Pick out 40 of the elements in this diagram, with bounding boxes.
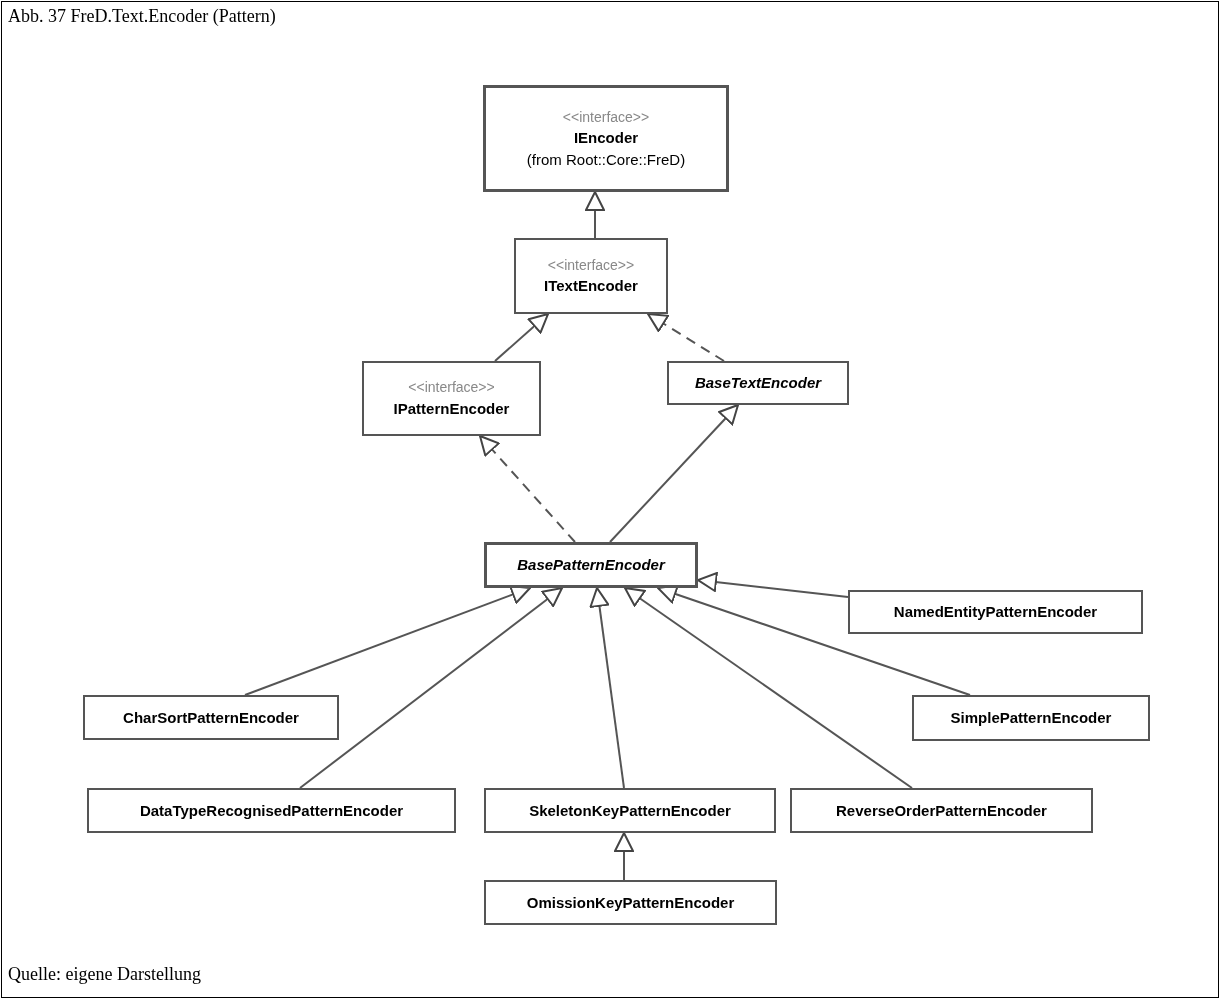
- inheritance-arrow: [624, 587, 913, 789]
- class-box: [790, 788, 1093, 833]
- class-box: [484, 788, 776, 833]
- class-name: SkeletonKeyPatternEncoder: [529, 800, 731, 821]
- class-box: [848, 590, 1143, 634]
- class-name: CharSortPatternEncoder: [123, 707, 299, 728]
- class-box: [483, 85, 729, 192]
- class-name: ITextEncoder: [544, 276, 638, 297]
- inheritance-arrow: [585, 191, 605, 239]
- class-box: [912, 695, 1150, 741]
- class-name: IPatternEncoder: [393, 398, 510, 419]
- class-name: BasePatternEncoder: [517, 555, 665, 576]
- realization-arrow: [479, 435, 576, 543]
- class-box: [87, 788, 456, 833]
- inheritance-arrow: [609, 404, 739, 543]
- class-name: BaseTextEncoder: [694, 373, 822, 394]
- class-name: SimplePatternEncoder: [950, 708, 1112, 729]
- stereotype-label: <<interface>>: [547, 255, 635, 275]
- figure-title: Abb. 37 FreD.Text.Encoder (Pattern): [8, 6, 276, 27]
- class-box: [484, 542, 698, 588]
- stereotype-label: <<interface>>: [562, 107, 650, 127]
- class-name: DataTypeRecognisedPatternEncoder: [139, 800, 404, 821]
- source-caption: Quelle: eigene Darstellung: [8, 964, 201, 985]
- class-box: [514, 238, 668, 314]
- class-box: [667, 361, 849, 405]
- class-name: IEncoder: [573, 127, 639, 148]
- class-name: ReverseOrderPatternEncoder: [836, 800, 1047, 821]
- class-box: [83, 695, 339, 740]
- inheritance-arrow: [614, 832, 634, 881]
- realization-arrow: [647, 313, 725, 362]
- class-name: NamedEntityPatternEncoder: [893, 602, 1098, 623]
- class-box: [484, 880, 777, 925]
- inheritance-arrow: [494, 313, 549, 362]
- package-label: (from Root::Core::FreD): [526, 149, 686, 170]
- class-name: OmissionKeyPatternEncoder: [526, 892, 735, 913]
- inheritance-arrow: [697, 572, 849, 598]
- stereotype-label: <<interface>>: [408, 378, 495, 398]
- inheritance-arrow: [299, 587, 563, 789]
- inheritance-arrow: [589, 587, 625, 789]
- class-box: [362, 361, 541, 436]
